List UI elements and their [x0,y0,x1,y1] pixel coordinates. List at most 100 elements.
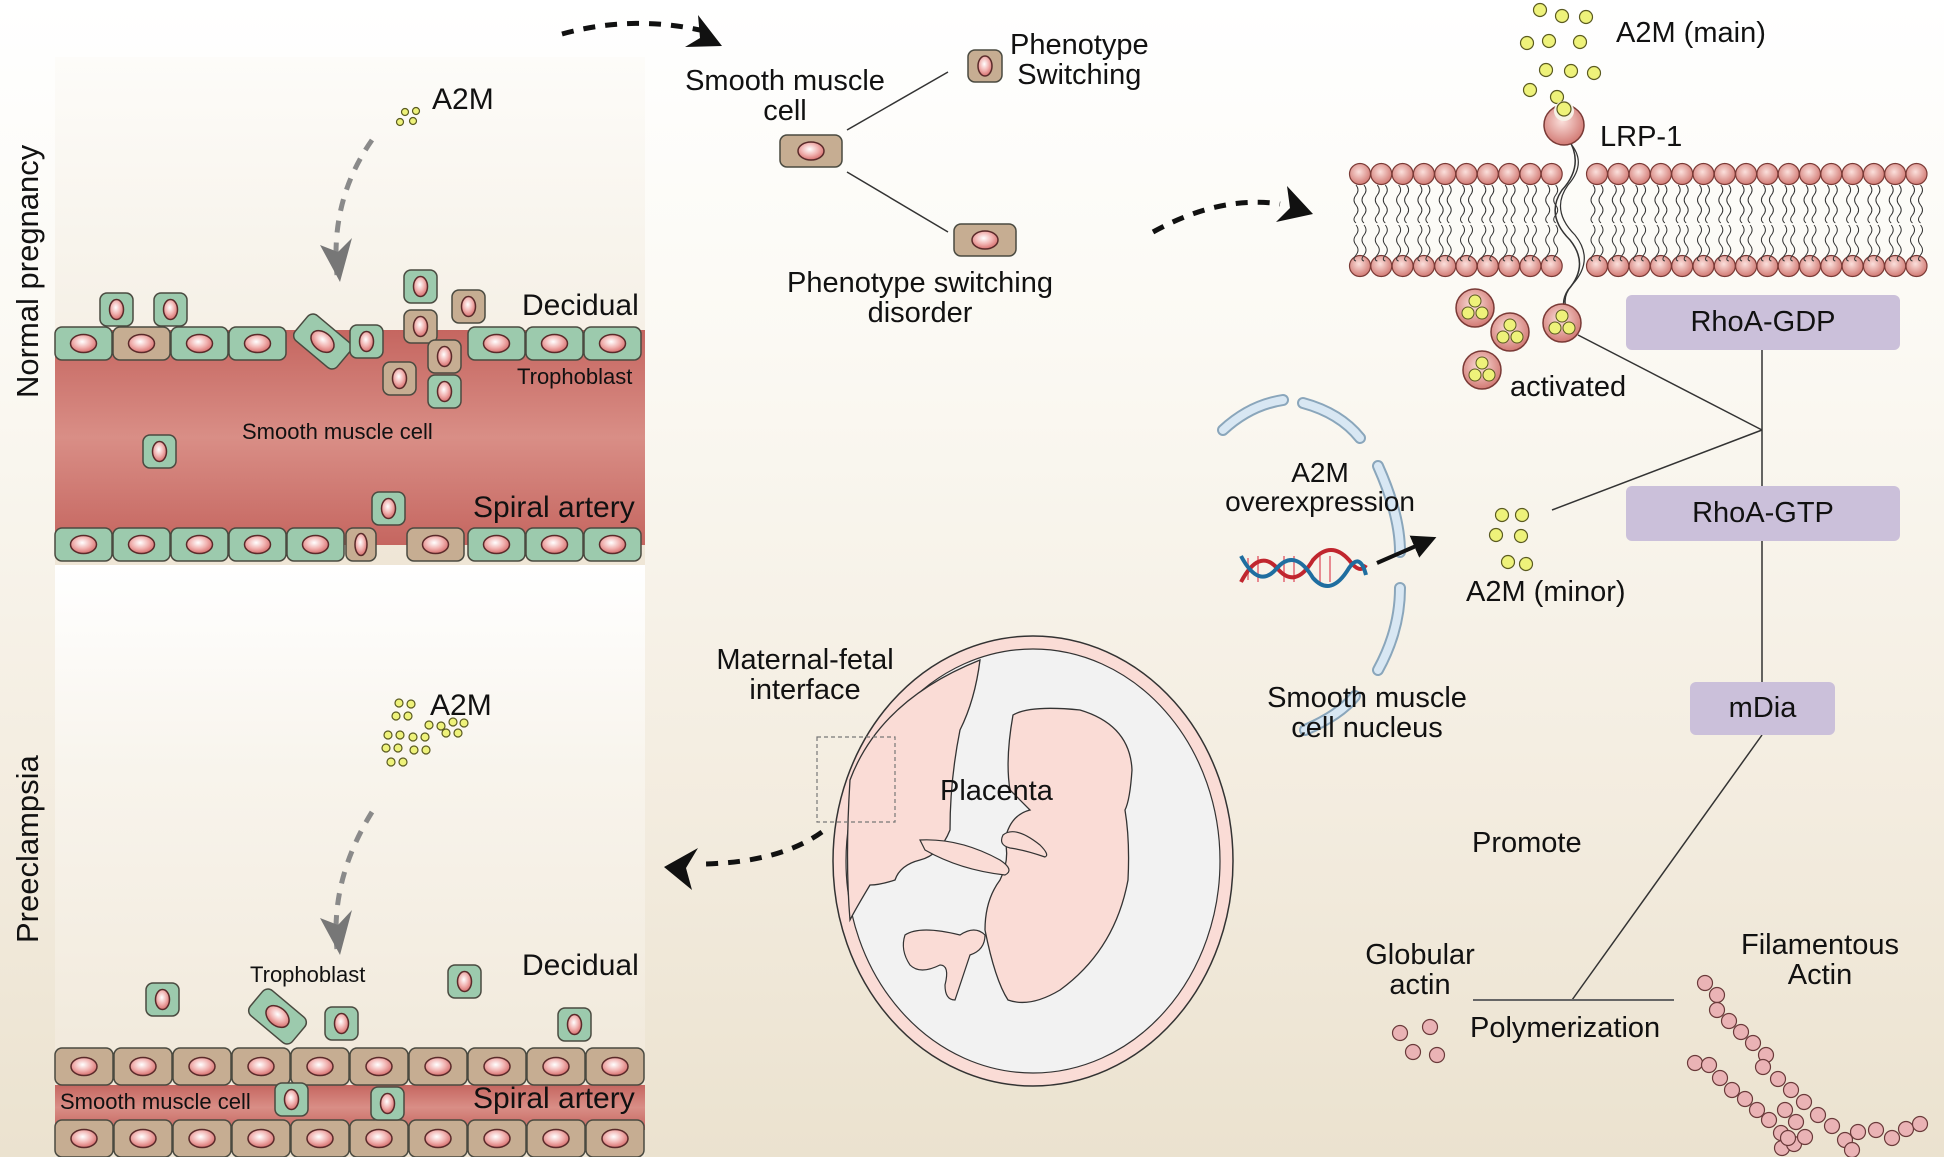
trophoblast-cell [447,964,482,999]
lipid-tail [1654,224,1660,262]
lipid-tail [1875,224,1881,262]
lipid-tail [1361,224,1367,262]
a2m-molecule [1554,8,1570,24]
spiral-artery-label-normal: Spiral artery [473,491,635,524]
phospholipid-head [1497,254,1521,278]
lipid-tail [1619,184,1625,224]
smooth-muscle-cell [172,1119,232,1157]
a2m-molecule [1572,34,1588,50]
lipid-tail [1382,184,1388,224]
actin-monomer [1711,1069,1729,1087]
phospholipid-head [1412,162,1436,186]
trophoblast-cell [370,1086,405,1121]
lipid-tail [1460,224,1465,262]
a2m-molecule [1488,527,1504,543]
lipid-tail [1611,224,1617,262]
a2m-arrow-normal [333,138,375,276]
phospholipid-head [1798,162,1822,186]
trophoblast-cell [349,324,384,359]
trophoblast-cell [170,326,229,361]
cell-nucleus [188,1056,216,1077]
activated-to-junction-line [1577,334,1763,431]
smooth-muscle-cell [345,527,377,562]
cell-nucleus [540,534,569,555]
lipid-tail [1545,184,1551,224]
smooth-muscle-cell [172,1047,232,1086]
lipid-tail [1404,224,1410,262]
cell-nucleus [243,333,272,354]
smooth-muscle-cell [406,527,465,562]
a2m-molecule [441,728,451,738]
a2m-molecule [448,717,458,727]
lipid-tail [1910,224,1915,262]
cell-nucleus [797,141,825,161]
lipid-tail [1846,224,1852,262]
cell-nucleus [127,534,156,555]
polymerization-label: Polymerization [1470,1012,1661,1044]
actin-monomer [1897,1120,1915,1138]
phospholipid-head [1497,162,1521,186]
cell-nucleus [424,1056,452,1077]
actin-monomer [1809,1106,1827,1124]
smooth-muscle-cell [54,1047,114,1086]
actin-monomer [1779,1129,1797,1147]
phospholipid-head [1519,254,1542,278]
rhoa-gdp-box: RhoA-GDP [1626,295,1900,350]
lipid-tail [1361,184,1367,224]
smooth-muscle-cell [112,326,171,361]
lipid-tail [1675,184,1681,224]
trophoblast-cell [54,527,113,562]
cell-nucleus [247,1128,275,1149]
cell-nucleus [365,1056,393,1077]
lipid-tail [1417,224,1423,262]
minor-to-junction-line [1551,429,1763,511]
cell-nucleus [265,1004,290,1029]
phospholipid-head [1607,162,1630,186]
trophoblast-cell [324,1006,359,1041]
arrow-to-preeclampsia [704,829,824,867]
a2m-molecule [411,106,421,116]
lipid-tail [1598,224,1604,262]
cell-nucleus [283,1088,300,1111]
activated-a2m-vesicle [1542,303,1582,343]
lipid-tail [1654,184,1660,224]
actin-monomer [1849,1123,1867,1141]
spiral-artery-label-preeclampsia: Spiral artery [473,1082,635,1115]
a2m-molecule [403,711,413,721]
smooth-muscle-cell [290,1047,350,1086]
trophoblast-cell [292,313,353,370]
cell-nucleus [333,1012,350,1035]
cell-nucleus [421,534,450,555]
actin-monomer [1708,986,1726,1004]
smooth-muscle-cell [113,1047,173,1086]
smooth-muscle-cell [290,1119,350,1157]
cell-nucleus [365,1128,393,1149]
a2m-molecule [395,730,405,740]
a2m-molecule [420,732,430,742]
actin-monomer [1404,1043,1422,1061]
smooth-muscle-cell [526,1047,586,1086]
lipid-tail [1832,224,1838,262]
phospholipid-head [1391,254,1414,278]
actin-monomer [1686,1054,1704,1072]
lipid-tail [1803,184,1809,224]
a2m-molecule [400,107,410,117]
trophoblast-cell [228,527,287,562]
lipid-tail [1867,224,1873,262]
trophoblast-cell [467,527,526,562]
cell-nucleus [129,1056,157,1077]
lipid-tail [1846,184,1852,224]
lipid-tail [1888,224,1894,262]
lipid-tail [1404,184,1410,224]
trophoblast-cell [467,326,526,361]
phospholipid-head [1540,162,1563,186]
a2m-molecule [1538,62,1554,78]
actin-monomer [1782,1081,1800,1099]
phospholipid-head [1734,162,1758,186]
cell-nucleus [542,1056,570,1077]
a2m-overexpression-label: A2M overexpression [1225,457,1415,518]
phospholipid-head [1607,254,1630,278]
actin-monomer [1754,1058,1772,1076]
lipid-tail [1896,184,1902,224]
smooth-muscle-cell [231,1047,291,1086]
